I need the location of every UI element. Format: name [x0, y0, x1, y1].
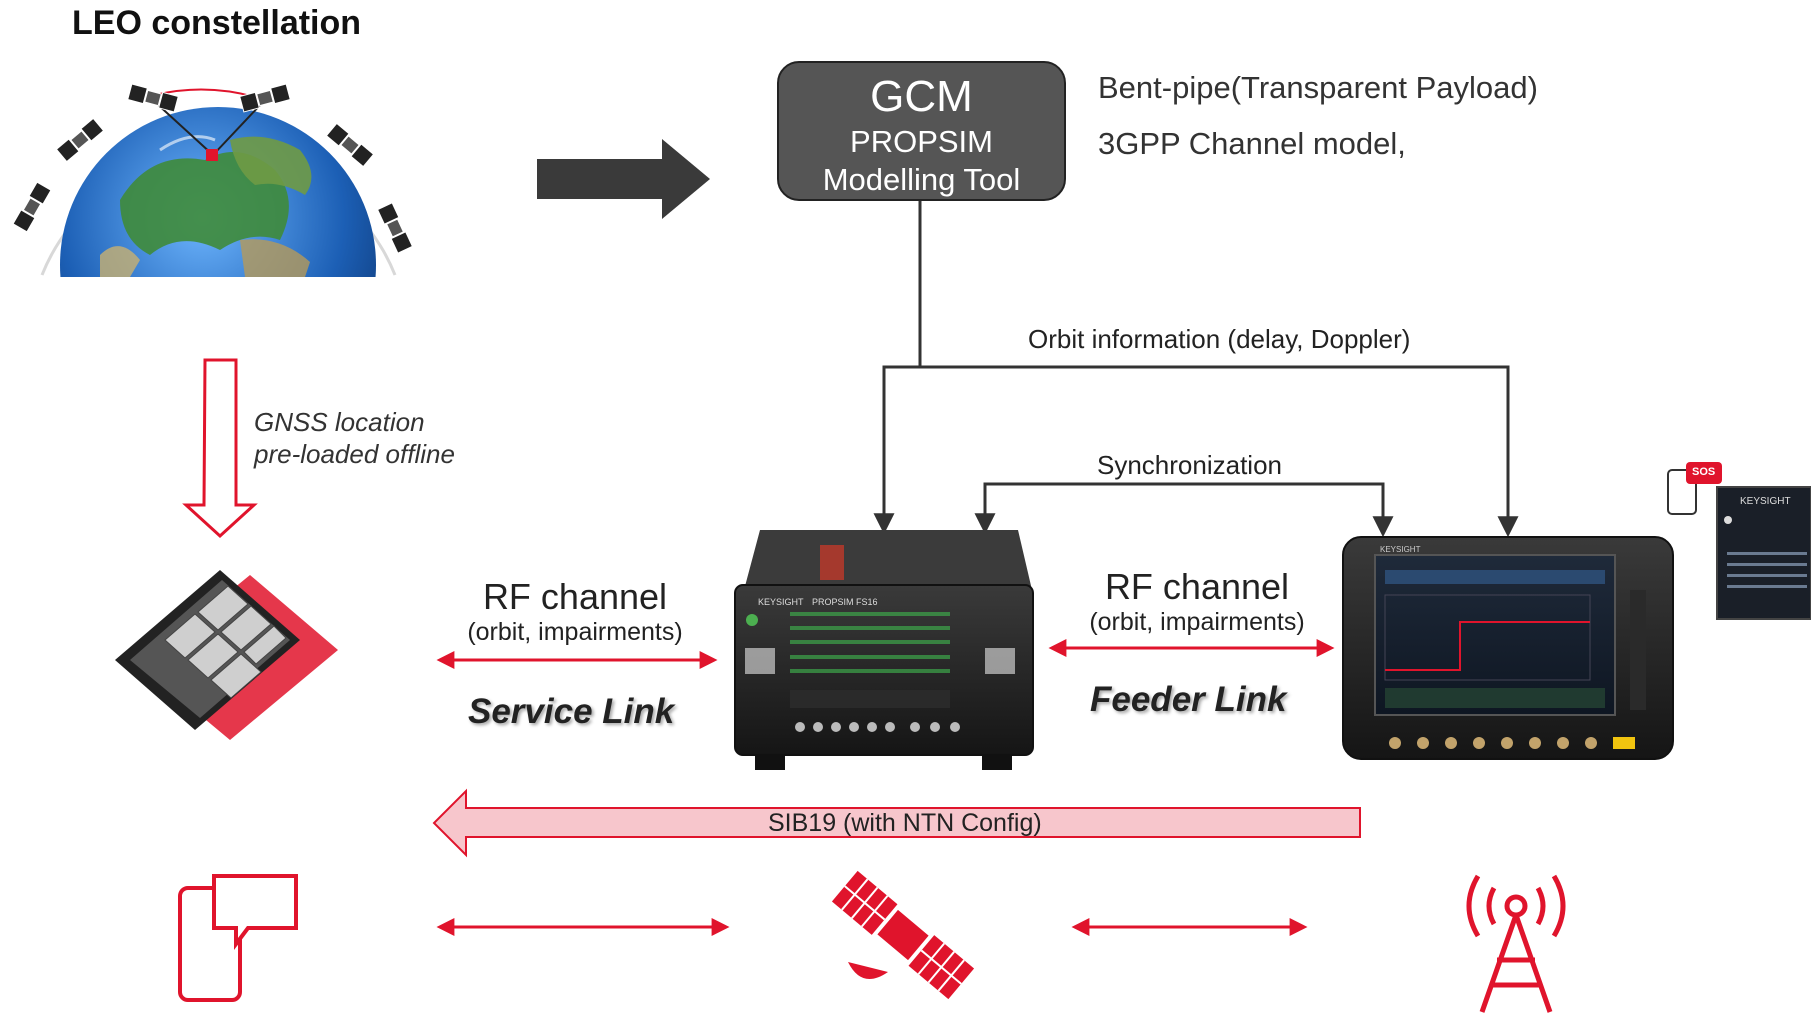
feeder-link-label: Feeder Link [1090, 680, 1287, 719]
tester-brand: KEYSIGHT [1380, 545, 1421, 554]
satellite-icon [12, 83, 414, 254]
synchronization-connector [974, 482, 1394, 538]
emulator-model: PROPSIM FS16 [812, 597, 878, 607]
gcm-box: GCM PROPSIM Modelling Tool [777, 61, 1066, 201]
rf-channel-right-sub: (orbit, impairments) [1089, 608, 1305, 636]
diagram-title: LEO constellation [72, 4, 362, 42]
sos-phone-icon [1667, 462, 1722, 515]
gcm-tool-label: Modelling Tool [822, 162, 1021, 197]
orbit-info-label: Orbit information (delay, Doppler) [1028, 324, 1411, 354]
synchronization-label: Synchronization [1097, 450, 1282, 480]
chipset-icon [115, 570, 338, 740]
channel-model-description: 3GPP Channel model, [1098, 126, 1406, 161]
gcm-title: GCM [870, 72, 973, 121]
side-screen [1716, 486, 1811, 620]
rf-channel-left-label: RF channel [482, 576, 668, 617]
rf-channel-left-sub: (orbit, impairments) [467, 618, 683, 646]
rf-channel-right-label: RF channel [1104, 566, 1290, 607]
sib19-arrow [432, 788, 1361, 858]
payload-description: Bent-pipe(Transparent Payload) [1098, 70, 1538, 105]
globe-icon [40, 88, 397, 277]
phone-icon [178, 874, 298, 1002]
channel-emulator [734, 530, 1034, 770]
service-link-label: Service Link [468, 692, 675, 731]
flow-arrow [537, 139, 710, 219]
gnss-label-line1: GNSS location [254, 407, 425, 437]
gnss-label-line2: pre-loaded offline [254, 439, 455, 469]
wireless-test-set [1342, 536, 1674, 760]
cell-tower-icon [1466, 874, 1566, 1013]
orbit-info-connector [873, 200, 1519, 538]
gnss-arrow [182, 358, 258, 539]
screen-brand: KEYSIGHT [1740, 496, 1791, 507]
satellite-icon [831, 870, 975, 1000]
sos-badge: SOS [1692, 466, 1716, 478]
gcm-subtitle: PROPSIM [850, 124, 993, 159]
sib19-label: SIB19 (with NTN Config) [768, 809, 1042, 837]
emulator-brand: KEYSIGHT [758, 597, 804, 607]
